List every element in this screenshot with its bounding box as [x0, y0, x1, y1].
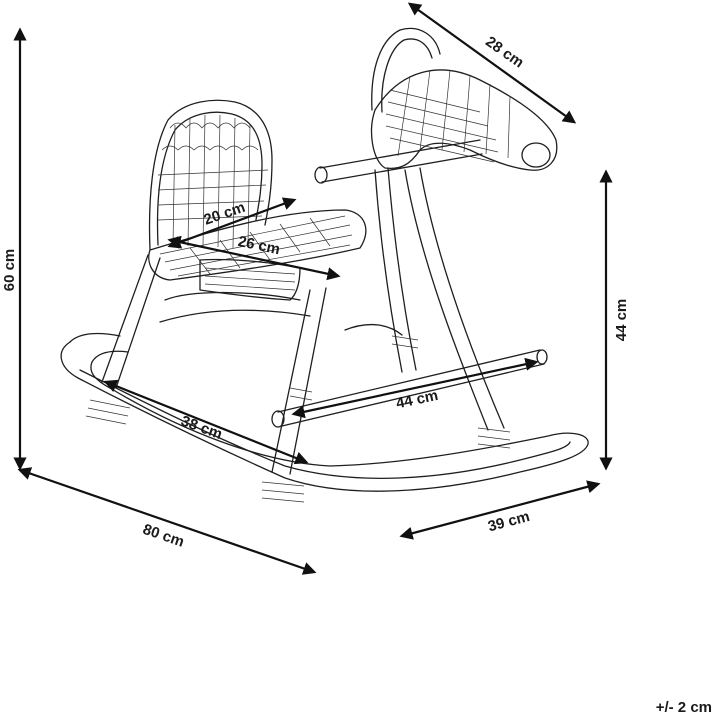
dim-line-footrest-width — [291, 357, 539, 419]
label-height-total: 60 cm — [1, 249, 18, 292]
label-head-length: 28 cm — [482, 33, 527, 71]
label-seat-height: 44 cm — [613, 299, 630, 342]
dim-line-width-total — [399, 480, 601, 540]
dim-line-leg-spread — [103, 379, 309, 465]
seat — [148, 209, 367, 301]
handle-bar — [314, 139, 483, 184]
front-legs — [344, 167, 511, 449]
dimension-lines — [13, 2, 613, 575]
seat-back — [148, 99, 273, 251]
dim-line-head-length — [407, 2, 577, 124]
horse-head — [370, 27, 558, 171]
label-seat-width: 26 cm — [236, 233, 281, 258]
dim-line-seat-width — [167, 235, 341, 281]
rocking-horse-illustration — [60, 27, 589, 503]
rear-legs — [85, 254, 327, 503]
tolerance-note: +/- 2 cm — [656, 699, 712, 716]
dim-line-length-total — [17, 467, 317, 575]
label-leg-spread: 38 cm — [179, 413, 225, 444]
